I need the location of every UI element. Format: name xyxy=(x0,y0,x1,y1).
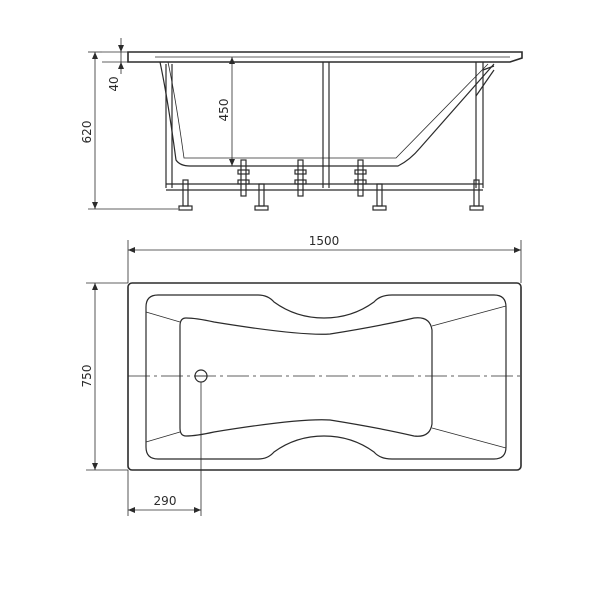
dim-drain-offset: 290 xyxy=(127,382,202,516)
leg-upper-1-nut2 xyxy=(237,179,250,185)
chamfer-bottom-left xyxy=(145,431,181,443)
top-inner-rim xyxy=(145,294,507,460)
top-basin xyxy=(179,317,433,437)
frame-right-brace xyxy=(482,65,495,71)
dim-length: 1500 xyxy=(127,234,522,283)
dim-40-label: 40 xyxy=(107,76,121,91)
leg-upper-2-nut xyxy=(294,169,307,175)
side-view: 40 620 450 xyxy=(80,38,523,211)
frame-right-brace-2 xyxy=(475,69,495,97)
leg-upper-2-nut2 xyxy=(294,179,307,185)
dim-width: 750 xyxy=(80,282,128,471)
dim-tub-depth: 450 xyxy=(217,57,235,166)
dim-1500-label: 1500 xyxy=(309,234,340,248)
leg-lower-2 xyxy=(258,183,265,207)
legs-upper-row xyxy=(237,159,367,197)
dim-750-label: 750 xyxy=(80,365,94,388)
chamfer-top-left xyxy=(145,311,181,323)
legs-lower-row xyxy=(178,179,484,211)
dim-290-label: 290 xyxy=(154,494,177,508)
leg-upper-2 xyxy=(297,159,304,197)
leg-upper-3 xyxy=(357,159,364,197)
dim-leg-adjust: 40 xyxy=(102,38,128,92)
leg-lower-1-foot xyxy=(178,205,193,211)
chamfer-top-right xyxy=(431,305,507,327)
leg-lower-3-foot xyxy=(372,205,387,211)
leg-upper-1-nut xyxy=(237,169,250,175)
dim-450-label: 450 xyxy=(217,99,231,122)
leg-upper-3-nut2 xyxy=(354,179,367,185)
chamfer-bottom-right xyxy=(431,427,507,449)
leg-upper-3-nut xyxy=(354,169,367,175)
tub-body-outline xyxy=(159,61,495,167)
leg-upper-1 xyxy=(240,159,247,197)
leg-lower-2-foot xyxy=(254,205,269,211)
dim-total-height: 620 xyxy=(80,51,178,210)
top-outer-rim xyxy=(127,282,522,471)
side-rim xyxy=(127,51,523,63)
leg-lower-3 xyxy=(376,183,383,207)
dim-620-label: 620 xyxy=(80,121,94,144)
tub-body-inner xyxy=(167,61,489,159)
leg-lower-4-foot xyxy=(469,205,484,211)
top-view: 1500 750 290 xyxy=(80,234,522,516)
